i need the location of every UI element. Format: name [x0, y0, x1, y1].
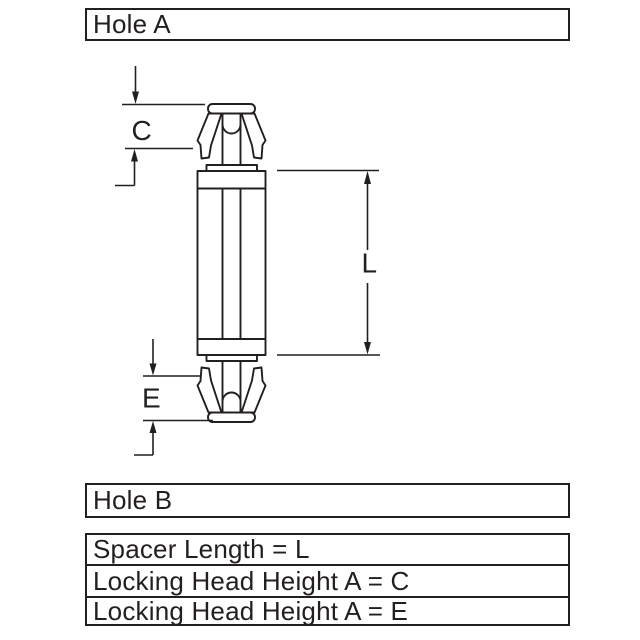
hole-b-label-box: Hole B — [85, 483, 570, 518]
arrow-down-icon — [364, 342, 371, 355]
dimension-e-label: E — [142, 383, 161, 414]
spacer-body — [196, 170, 267, 356]
legend-text: Spacer Length = L — [93, 534, 310, 564]
legend-text: Locking Head Height A = E — [93, 595, 409, 626]
top-locking-head — [196, 103, 267, 172]
arrow-down-icon — [149, 363, 157, 376]
hole-b-label: Hole B — [93, 485, 173, 515]
hole-a-label-box: Hole A — [85, 8, 570, 41]
legend-text: Locking Head Height A = C — [93, 565, 410, 596]
dimension-l-label: L — [362, 248, 378, 279]
arrow-up-icon — [364, 171, 371, 184]
arrow-up-icon — [131, 149, 138, 162]
arrow-down-icon — [132, 91, 139, 104]
legend-row-locking-head-height-c: Locking Head Height A = C — [87, 564, 568, 596]
bottom-locking-head — [196, 354, 267, 423]
legend-row-locking-head-height-e: Locking Head Height A = E — [87, 595, 568, 626]
dimension-e: E — [134, 339, 213, 456]
dimension-c: C — [115, 66, 205, 187]
legend-row-spacer-length: Spacer Length = L — [87, 534, 568, 564]
legend-table: Spacer Length = L Locking Head Height A … — [85, 533, 570, 626]
hole-a-label: Hole A — [93, 9, 171, 39]
dimension-l: L — [277, 169, 380, 356]
arrow-up-icon — [149, 421, 157, 433]
dimension-c-label: C — [132, 115, 152, 146]
